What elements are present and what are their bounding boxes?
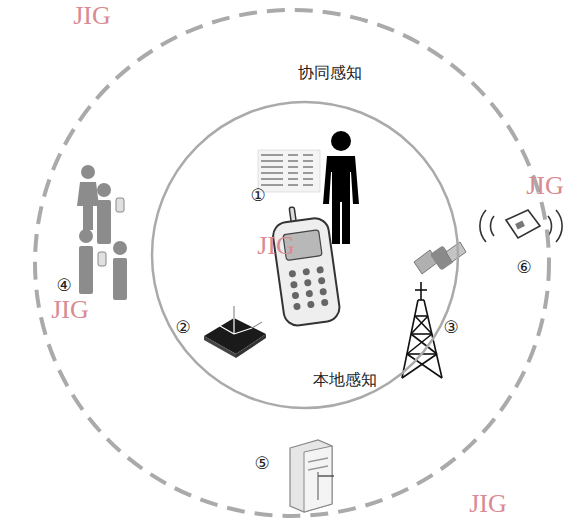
- callout-number: ⑥: [516, 258, 531, 277]
- people-group: [77, 165, 127, 300]
- callout-number: ③: [443, 318, 458, 337]
- circle-outline: [33, 8, 551, 518]
- local-region: 本地感知: [150, 100, 460, 410]
- collaborative-region: 协同感知本地感知: [33, 8, 551, 518]
- callout-number: ④: [56, 276, 71, 295]
- circle-outline: [150, 100, 460, 410]
- watermark: JIG: [257, 232, 295, 261]
- radio-tower: [402, 282, 442, 378]
- callout-number: ②: [175, 318, 190, 337]
- region-label: 本地感知: [313, 370, 377, 389]
- mobile-phone: [269, 203, 341, 328]
- callout-number: ①: [250, 186, 265, 205]
- watermark: JIG: [526, 172, 564, 201]
- server: [290, 440, 334, 512]
- watermark: JIG: [73, 2, 111, 31]
- data-table: [258, 150, 320, 192]
- rfid-card: [480, 210, 562, 242]
- region-label: 协同感知: [298, 63, 362, 82]
- watermark: JIG: [51, 296, 89, 325]
- sensor-chip: [204, 306, 266, 358]
- callout-number: ⑤: [254, 454, 269, 473]
- watermark: JIG: [469, 490, 507, 519]
